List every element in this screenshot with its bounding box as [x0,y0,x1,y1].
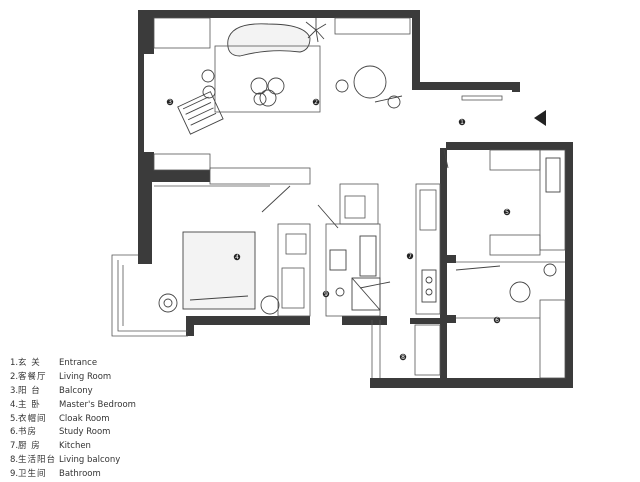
svg-text:3: 3 [168,99,172,106]
room-markers: 1 2 3 4 5 6 7 8 9 [166,98,511,361]
svg-text:1: 1 [460,119,464,126]
svg-text:6: 6 [495,317,499,324]
plant [305,18,327,43]
doors [261,149,501,289]
balcony-railing [111,254,188,337]
bedroom-furniture [158,231,307,315]
room-marker-6: 6 [493,316,501,324]
living-room-furniture [153,17,503,171]
room-marker-5: 5 [503,208,511,216]
entrance-arrow-icon [534,110,546,126]
room-marker-4: 4 [233,253,241,261]
walls [138,10,573,388]
sofa [227,23,311,57]
room-marker-8: 8 [399,353,407,361]
room-marker-7: 7 [406,252,414,260]
svg-text:9: 9 [324,291,328,298]
svg-text:5: 5 [505,209,509,216]
room-marker-2: 2 [312,98,320,106]
room-marker-3: 3 [166,98,174,106]
svg-text:2: 2 [314,99,318,106]
svg-text:7: 7 [408,253,412,260]
svg-text:8: 8 [401,354,405,361]
fixtures [329,157,561,311]
armchair [177,91,224,135]
partitions [154,149,566,379]
room-marker-9: 9 [322,290,330,298]
room-marker-1: 1 [458,118,466,126]
svg-text:4: 4 [235,254,239,261]
